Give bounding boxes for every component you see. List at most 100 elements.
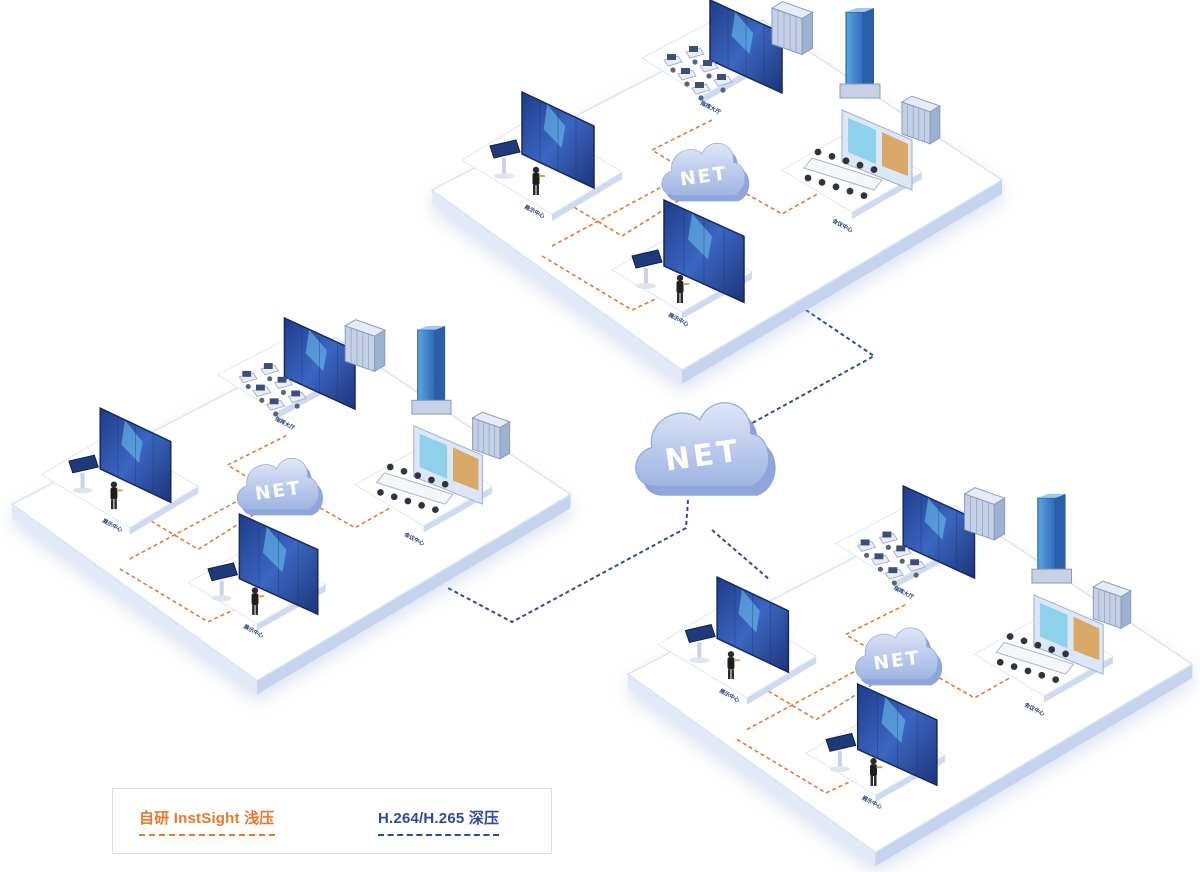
meeting-chair: [1024, 667, 1032, 675]
deep-link: [711, 529, 771, 581]
rack-top: [1092, 580, 1132, 598]
meeting-table-set: [995, 633, 1075, 684]
desk-monitor: [256, 384, 265, 391]
person-head: [870, 758, 877, 765]
video-wall: [902, 484, 976, 580]
rack-top: [770, 1, 814, 20]
person-leg: [110, 499, 114, 510]
person-body: [727, 657, 735, 670]
desk-monitor: [910, 559, 920, 566]
desk-monitor: [689, 46, 698, 52]
console-screen: [825, 732, 857, 752]
desk-chair: [259, 397, 265, 403]
tower-body: [845, 11, 865, 91]
person-leg: [731, 669, 734, 680]
shallow-link: [756, 669, 896, 721]
person-arm: [683, 283, 689, 285]
video-wall-image: [305, 329, 327, 371]
person-leg: [533, 185, 536, 195]
shallow-link: [736, 738, 857, 794]
meeting-chair: [377, 489, 384, 496]
meeting-chair: [1038, 671, 1046, 679]
meeting-chair: [846, 187, 854, 195]
rack-side: [929, 105, 941, 145]
person-head: [676, 274, 684, 282]
console-base: [636, 283, 656, 289]
central-cloud: NET: [635, 402, 776, 496]
person-head: [251, 587, 259, 594]
office-tower: [839, 8, 881, 99]
meeting-chair: [386, 463, 394, 471]
rack-side: [499, 420, 511, 460]
cloud-icon: [855, 627, 939, 681]
shallow-link: [119, 568, 238, 623]
operator: [251, 587, 264, 615]
office-tower: [411, 325, 452, 415]
rack-top: [471, 411, 511, 429]
desk-monitor: [888, 567, 898, 574]
video-wall-image: [262, 526, 287, 573]
desk-monitor: [291, 390, 301, 397]
rack-top: [344, 319, 387, 337]
video-wall-image: [543, 104, 566, 148]
person-body: [676, 281, 684, 293]
desk-chair: [670, 67, 676, 73]
operator: [532, 166, 545, 195]
operator: [110, 481, 123, 510]
touch-console: [207, 562, 239, 602]
platform-side: [257, 494, 571, 695]
meeting-chair: [400, 467, 408, 475]
shallow-link: [746, 659, 876, 731]
legend-shallow: 自研 InstSight 浅压: [139, 807, 275, 836]
video-wall: [238, 512, 319, 616]
desk-monitor: [703, 60, 712, 66]
desk-chair: [899, 558, 905, 564]
meeting-chair: [1006, 633, 1014, 640]
touch-console: [825, 732, 857, 773]
cloud-icon: [661, 142, 746, 196]
operator: [727, 651, 740, 680]
office-tower: [1031, 493, 1073, 584]
desk-monitor: [681, 68, 690, 74]
shallow-link: [138, 499, 278, 551]
console-stand: [219, 580, 224, 597]
site-net-cloud: NET: [661, 142, 750, 202]
operator-desks: [857, 531, 926, 586]
meeting-chair: [870, 166, 878, 174]
person-leg: [680, 293, 683, 303]
desk-monitor: [896, 545, 906, 552]
display-panel: [419, 433, 448, 479]
meeting-table-set: [375, 463, 454, 514]
pad-side: [552, 172, 622, 221]
video-wall-image: [688, 213, 712, 260]
display-panel: [1039, 602, 1068, 649]
person-body: [251, 593, 259, 606]
video-wall: [283, 316, 356, 411]
video-wall-image: [121, 420, 143, 463]
desk-chair: [891, 580, 897, 586]
legend-deep: H.264/H.265 深压: [378, 807, 500, 836]
person-body: [110, 487, 118, 500]
meeting-chair: [432, 506, 439, 514]
desk-monitor: [860, 539, 870, 546]
person-arm: [876, 766, 883, 769]
operator-desks: [238, 363, 307, 417]
desk-monitor: [695, 82, 704, 88]
meeting-chair: [842, 157, 850, 165]
rack-top: [900, 95, 941, 113]
meeting-chair: [1034, 641, 1042, 649]
person-leg: [874, 776, 877, 786]
meeting-table: [375, 472, 454, 505]
video-wall: [709, 0, 783, 95]
desk-monitor: [882, 531, 892, 538]
server-rack: [1092, 580, 1132, 630]
meeting-display: [841, 109, 913, 191]
console-base: [494, 173, 514, 179]
shallow-link: [561, 185, 703, 237]
tower-side: [435, 325, 446, 407]
desk-monitor: [277, 376, 287, 383]
server-rack: [900, 95, 941, 145]
legend: 自研 InstSight 浅压 H.264/H.265 深压: [112, 788, 552, 854]
